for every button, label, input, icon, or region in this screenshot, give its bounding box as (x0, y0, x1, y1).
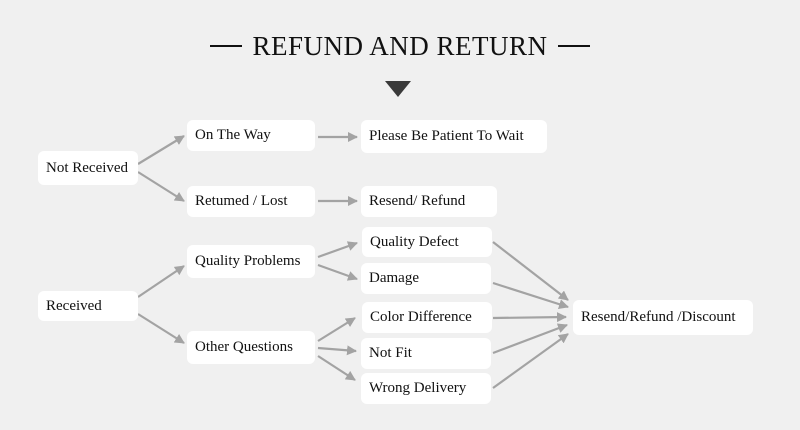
node-on-the-way: On The Way (187, 120, 315, 151)
node-quality-problems: Quality Problems (187, 245, 315, 278)
arrow-quality-problems-to-damage (317, 263, 358, 281)
arrow-received-to-other-questions (137, 313, 185, 344)
node-damage: Damage (361, 263, 491, 294)
node-quality-defect: Quality Defect (362, 227, 492, 257)
arrow-notfit-to-outcome (492, 323, 568, 355)
node-not-received: Not Received (38, 151, 138, 185)
arrow-wrong-to-outcome (492, 333, 569, 389)
node-received: Received (38, 291, 138, 321)
node-color-difference: Color Difference (362, 302, 492, 333)
down-triangle-icon (385, 81, 411, 97)
node-not-fit: Not Fit (361, 338, 491, 369)
arrow-defect-to-outcome (492, 241, 569, 301)
node-resend-refund: Resend/ Refund (361, 186, 497, 217)
arrow-not-received-to-returned-lost (137, 171, 185, 202)
page-title: REFUND AND RETURN (252, 30, 548, 61)
arrow-not-received-to-on-the-way (137, 135, 185, 165)
arrow-other-questions-to-color (317, 317, 356, 342)
node-wrong-delivery: Wrong Delivery (361, 373, 491, 404)
title-dash-right (557, 45, 590, 47)
node-please-be-patient: Please Be Patient To Wait (361, 120, 547, 153)
node-resend-refund-discount: Resend/Refund /Discount (573, 300, 753, 335)
arrow-quality-problems-to-defect (317, 241, 358, 259)
arrow-other-questions-to-wrong (317, 355, 356, 381)
arrow-color-to-outcome (492, 312, 567, 323)
arrow-damage-to-outcome (492, 281, 569, 310)
arrow-other-questions-to-notfit (317, 345, 357, 356)
arrow-received-to-quality-problems (137, 265, 185, 298)
title-dash-left (210, 45, 243, 47)
node-other-questions: Other Questions (187, 331, 315, 364)
node-returned-lost: Retumed / Lost (187, 186, 315, 217)
header: REFUND AND RETURN (0, 28, 800, 64)
